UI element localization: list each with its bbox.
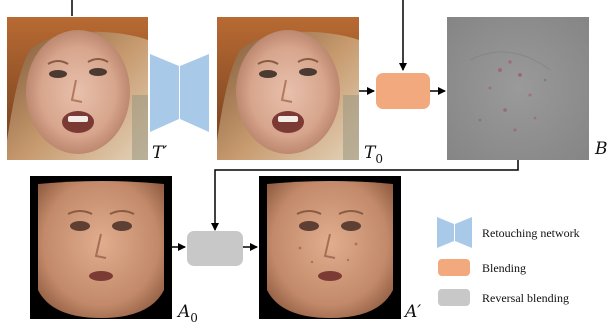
- legend-blending-swatch: [438, 259, 470, 276]
- blending-box: [376, 73, 430, 109]
- label-t-prime: T′: [152, 143, 167, 163]
- label-b: B: [594, 139, 608, 159]
- face-image-t-prime: [7, 17, 148, 160]
- label-t0: T0: [364, 143, 383, 166]
- reversal-blending-box: [187, 231, 243, 266]
- legend-reversal-swatch: [438, 289, 470, 306]
- label-a-prime: A′: [403, 302, 421, 322]
- texture-image-a0: [30, 176, 172, 319]
- legend-blending-label: Blending: [482, 261, 526, 275]
- legend-reversal-label: Reversal blending: [482, 291, 569, 305]
- label-a0: A0: [176, 302, 198, 325]
- face-image-t0: [217, 17, 359, 160]
- retouching-network-icon: [150, 54, 209, 132]
- legend: Retouching network Blending Reversal ble…: [437, 217, 580, 306]
- blending-residual-image-b: [447, 17, 589, 160]
- texture-image-a-prime: [259, 176, 401, 319]
- legend-retouching-label: Retouching network: [482, 226, 580, 240]
- legend-retouching-network-icon: [437, 217, 472, 248]
